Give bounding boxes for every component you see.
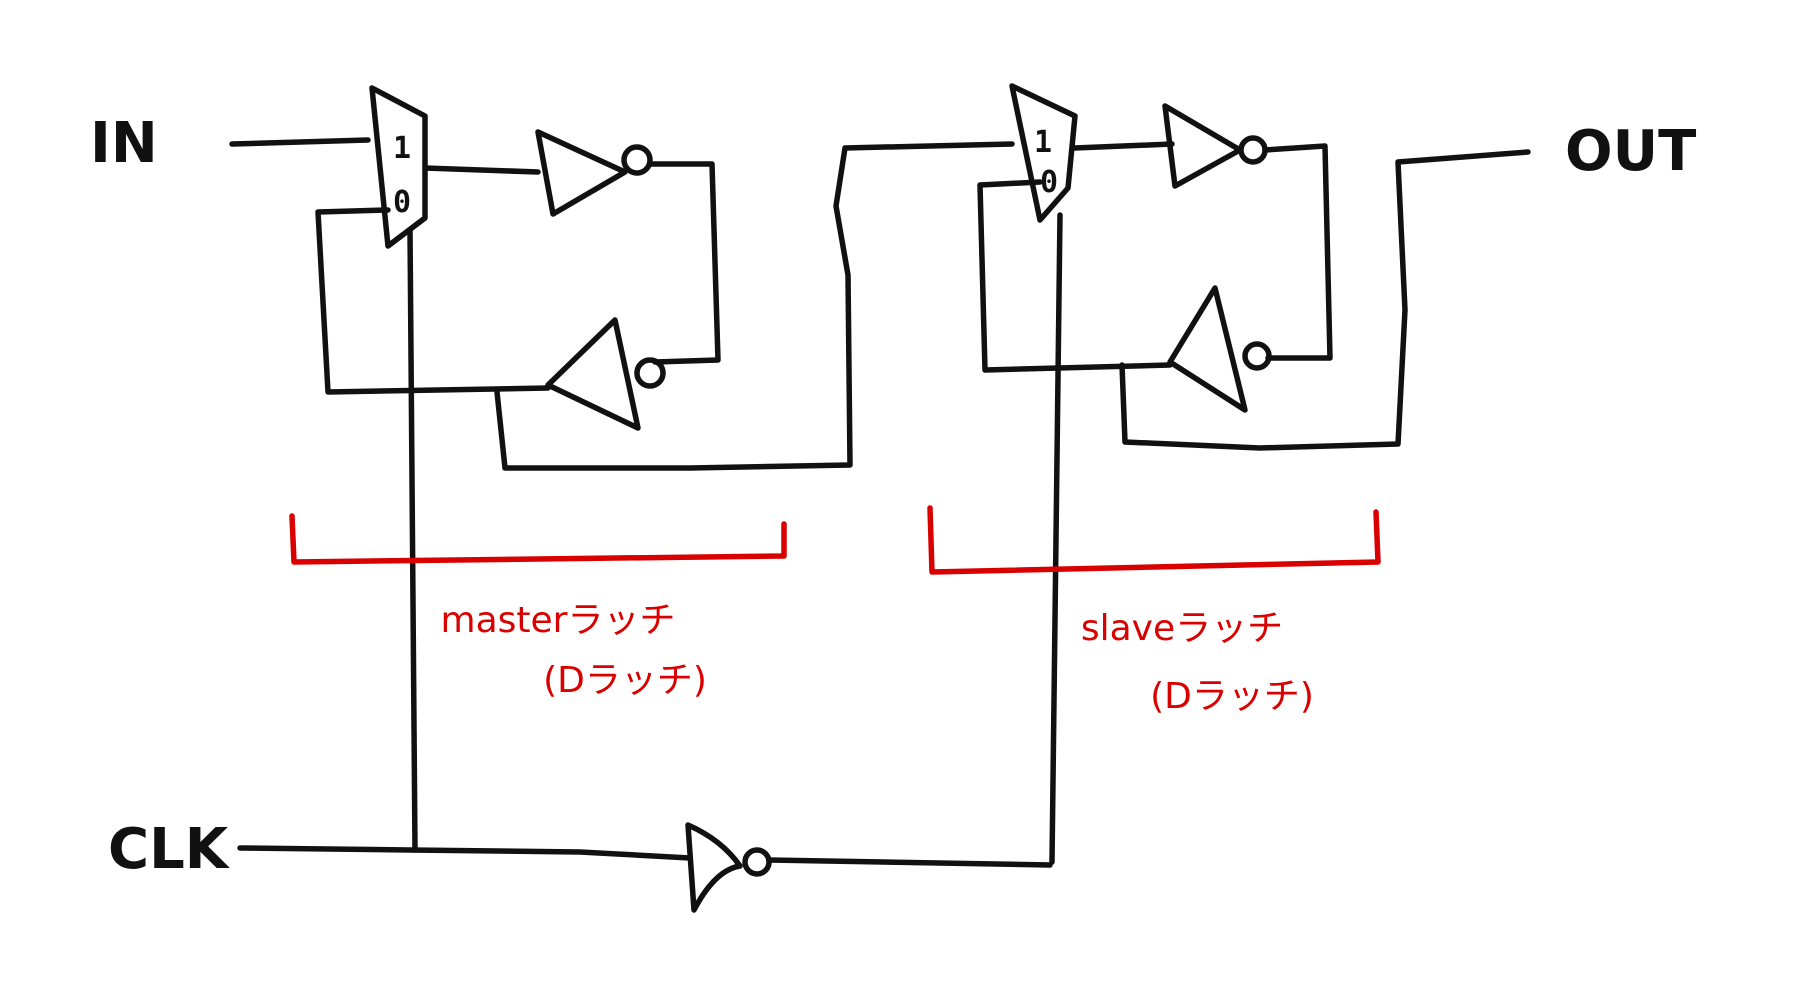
slave-loop-right-wire — [1262, 143, 1333, 361]
master-feedback-inverter — [545, 317, 641, 431]
clk-label: CLK — [108, 817, 231, 882]
slave-latch-note: (Dラッチ) — [1150, 676, 1314, 717]
master-mux-input-0: 0 — [393, 185, 411, 220]
master-loop-right-wire — [647, 161, 721, 365]
slave-forward-inverter-bubble — [1238, 135, 1268, 165]
slave-bracket — [927, 505, 1381, 575]
clk-inverted-wire — [766, 857, 1053, 868]
clk-input-wire — [237, 845, 693, 861]
slave-latch: 1 0 slaveラッチ (Dラッチ) — [927, 83, 1531, 865]
slave-mux — [1009, 83, 1078, 223]
master-forward-inverter-bubble — [621, 144, 653, 176]
slave-forward-inverter — [1162, 103, 1243, 189]
master-forward-inverter — [535, 129, 628, 217]
master-bracket — [289, 513, 787, 565]
slave-clock-wire — [1049, 212, 1063, 865]
slave-output-wire — [1119, 149, 1531, 451]
slave-mux-input-0: 0 — [1040, 165, 1058, 200]
slave-feedback-wire — [977, 179, 1173, 373]
slave-mux-to-inverter-wire — [1072, 141, 1175, 151]
in-label: IN — [90, 111, 158, 176]
slave-feedback-inverter — [1167, 285, 1248, 413]
master-latch-label: masterラッチ — [441, 600, 676, 641]
clock-network — [237, 822, 1053, 913]
clock-inverter — [685, 822, 743, 913]
in-wire — [229, 137, 371, 147]
master-mux-to-inverter-wire — [422, 165, 541, 175]
master-feedback-wire — [315, 207, 551, 395]
master-mux — [369, 85, 428, 249]
slave-feedback-inverter-bubble — [1242, 341, 1272, 371]
slave-latch-label: slaveラッチ — [1081, 608, 1283, 649]
slave-mux-input-1: 1 — [1034, 125, 1052, 160]
out-label: OUT — [1565, 119, 1696, 184]
master-mux-input-1: 1 — [393, 131, 411, 166]
master-latch: 1 0 masterラッチ (Dラッチ) — [229, 85, 1015, 853]
master-latch-note: (Dラッチ) — [543, 660, 707, 701]
clock-inverter-bubble — [742, 847, 772, 877]
master-clock-wire — [407, 227, 418, 853]
master-output-wire — [494, 141, 1015, 471]
master-feedback-inverter-bubble — [634, 357, 666, 389]
